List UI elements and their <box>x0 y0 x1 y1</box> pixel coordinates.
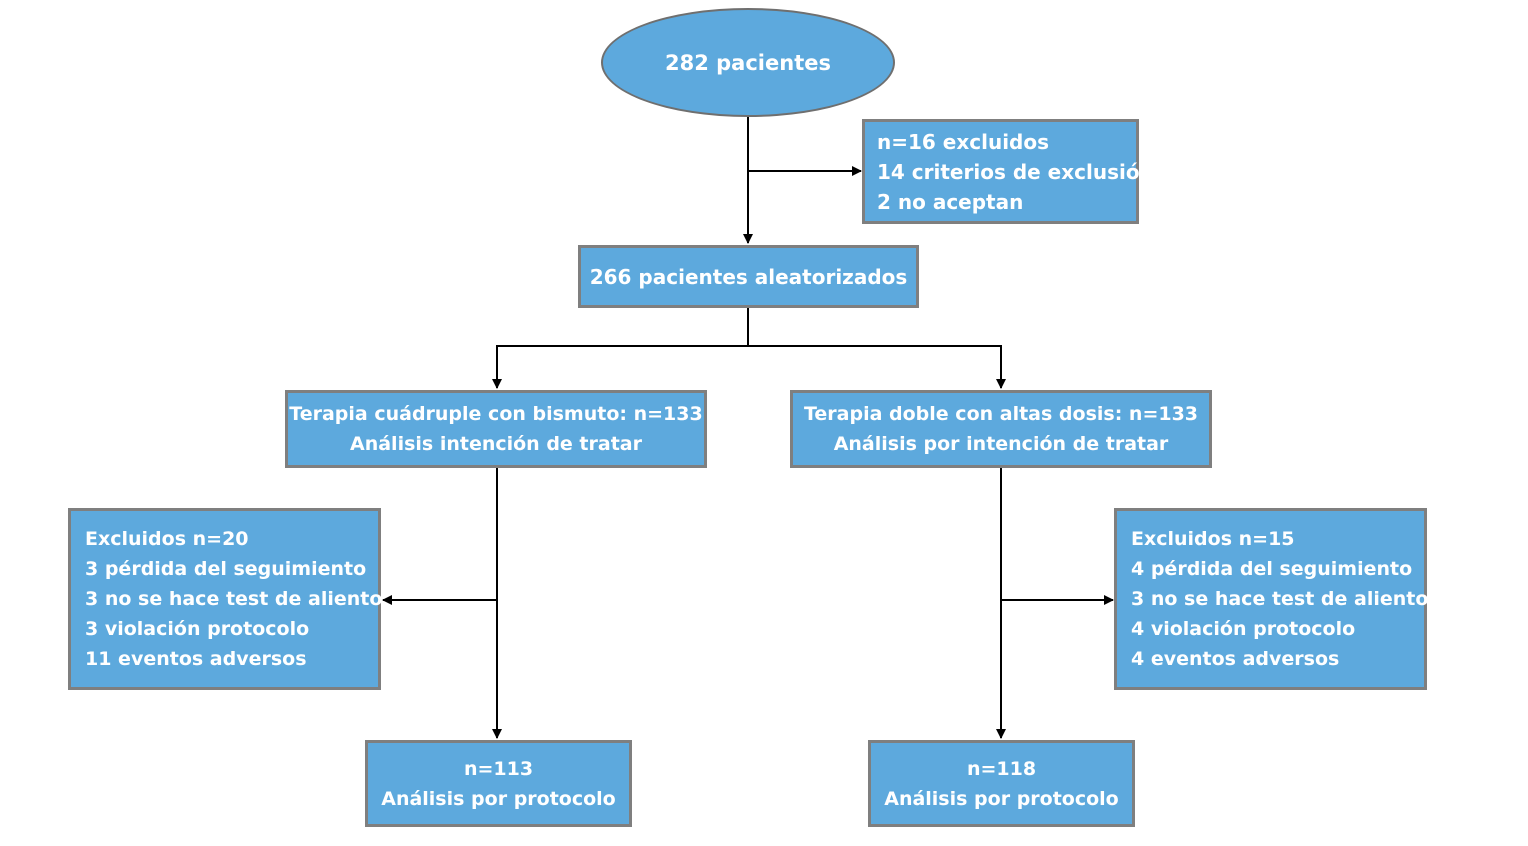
excluded-right-line: 4 eventos adversos <box>1131 648 1340 670</box>
arm-right-line: Terapia doble con altas dosis: n=133 <box>803 403 1199 425</box>
excluded-right-line: 4 violación protocolo <box>1131 618 1356 640</box>
excluded-right-line: 3 no se hace test de aliento <box>1131 588 1429 610</box>
excluded-left-line: 11 eventos adversos <box>85 648 307 670</box>
excluded-right-box: Excluidos n=15 4 pérdida del seguimiento… <box>1114 508 1429 690</box>
exclusion-top-box: n=16 excluidos 14 criterios de exclusión… <box>862 119 1154 224</box>
excluded-right-line: 4 pérdida del seguimiento <box>1131 558 1413 580</box>
exclusion-top-line: 2 no aceptan <box>877 189 1024 214</box>
exclusion-top-line: n=16 excluidos <box>877 129 1050 154</box>
excluded-left-box: Excluidos n=20 3 pérdida del seguimiento… <box>68 508 383 690</box>
final-right-line: Análisis por protocolo <box>884 787 1119 810</box>
start-node-label: 282 pacientes <box>665 50 831 75</box>
excluded-left-line: 3 pérdida del seguimiento <box>85 558 367 580</box>
excluded-left-line: Excluidos n=20 <box>85 528 249 550</box>
excluded-left-line: 3 violación protocolo <box>85 618 310 640</box>
randomized-label: 266 pacientes aleatorizados <box>589 264 908 289</box>
excluded-right-line: Excluidos n=15 <box>1131 528 1295 550</box>
arm-right-line: Análisis por intención de tratar <box>833 433 1169 455</box>
start-node: 282 pacientes <box>601 8 895 117</box>
final-left-line: n=113 <box>463 757 534 780</box>
arm-left-line: Análisis intención de tratar <box>350 433 642 455</box>
arm-right-box: Terapia doble con altas dosis: n=133 Aná… <box>790 390 1212 468</box>
final-left-line: Análisis por protocolo <box>381 787 616 810</box>
excluded-left-line: 3 no se hace test de aliento <box>85 588 383 610</box>
arm-left-line: Terapia cuádruple con bismuto: n=133 <box>289 403 703 425</box>
arm-left-box: Terapia cuádruple con bismuto: n=133 Aná… <box>285 390 707 468</box>
final-left-box: n=113 Análisis por protocolo <box>365 740 632 827</box>
exclusion-top-line: 14 criterios de exclusión <box>877 159 1154 184</box>
final-right-line: n=118 <box>966 757 1037 780</box>
randomized-box: 266 pacientes aleatorizados <box>578 245 919 308</box>
final-right-box: n=118 Análisis por protocolo <box>868 740 1135 827</box>
